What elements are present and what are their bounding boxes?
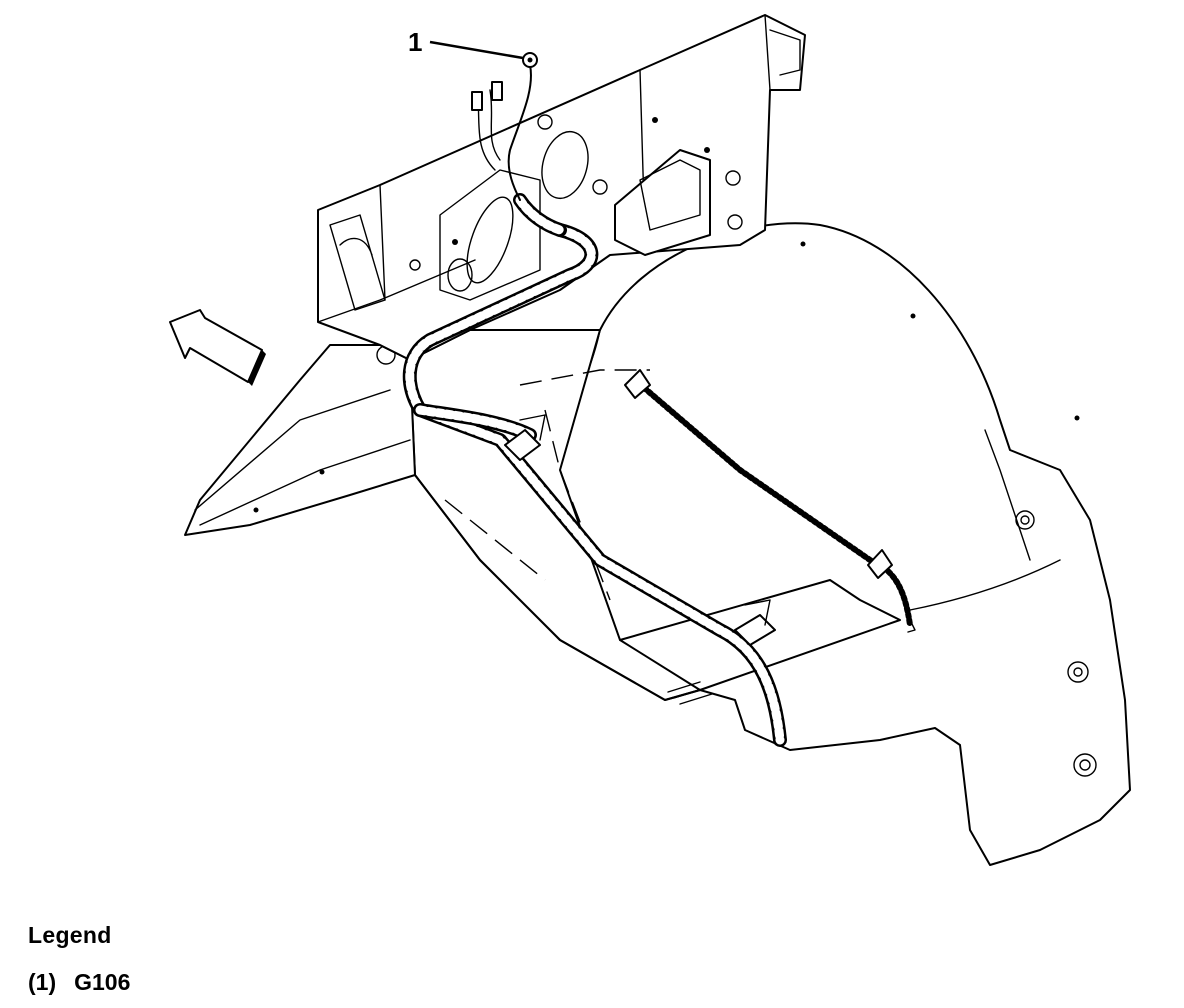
harness-branch-pattern — [415, 195, 565, 440]
ground-wire — [507, 64, 532, 201]
legend-item-key: (1) — [28, 969, 57, 995]
wiring-diagram: 1 — [169, 14, 1131, 866]
bulkhead-hole — [704, 147, 710, 153]
liner-hole — [1015, 510, 1035, 530]
liner-hole — [910, 313, 916, 319]
harness-retainer — [504, 429, 541, 461]
horn-hole — [253, 507, 259, 513]
bracket-plate — [439, 169, 541, 301]
bulkhead-hole — [725, 170, 741, 186]
bulkhead-pocket-right — [614, 149, 711, 256]
bulkhead-hole — [409, 259, 421, 271]
frame-horn-ridge — [194, 389, 411, 526]
liner-hole — [1020, 515, 1030, 525]
retainer-bracket — [519, 414, 771, 626]
bulkhead-pocket-right-detail — [639, 159, 701, 231]
frame-stripe — [667, 681, 713, 705]
bulkhead-hole — [537, 114, 553, 130]
harness-conduit — [632, 377, 913, 628]
bulkhead-hole — [592, 179, 608, 195]
bulkhead-pocket-left — [329, 214, 386, 311]
direction-arrow-shade — [248, 350, 266, 386]
bulkhead-opening — [541, 130, 589, 200]
bulkhead-hole — [452, 239, 458, 245]
legend: Legend (1) G106 — [28, 922, 130, 996]
harness-main-pattern — [405, 225, 785, 745]
harness-retainer — [867, 549, 893, 579]
terminal-clip — [471, 91, 483, 111]
bulkhead-edge — [317, 14, 771, 323]
harness-retainer — [624, 369, 651, 399]
horn-hole — [319, 469, 325, 475]
direction-arrow-icon — [169, 309, 263, 383]
liner-hole — [800, 241, 806, 247]
bulkhead-opening — [466, 196, 514, 284]
frame-horn — [184, 344, 416, 536]
callout-number: 1 — [408, 27, 422, 57]
bulkhead-hole — [652, 117, 658, 123]
grommet — [447, 258, 473, 292]
legend-item-label: G106 — [74, 969, 131, 995]
liner-hole — [1074, 415, 1080, 421]
dashed-hidden-line — [444, 369, 650, 601]
callout-leader — [429, 40, 524, 60]
liner-hole — [1067, 661, 1089, 683]
harness-end — [904, 609, 916, 633]
legend-item: (1) G106 — [28, 969, 130, 996]
ground-eyelet-hole — [527, 57, 533, 63]
liner-hole — [1073, 667, 1083, 677]
legend-title: Legend — [28, 922, 112, 948]
liner-hole — [1073, 753, 1097, 777]
terminal-clip — [491, 81, 503, 101]
bulkhead-hole — [727, 214, 743, 230]
bulkhead-corner-hook — [769, 29, 801, 76]
liner-hole — [1079, 759, 1091, 771]
